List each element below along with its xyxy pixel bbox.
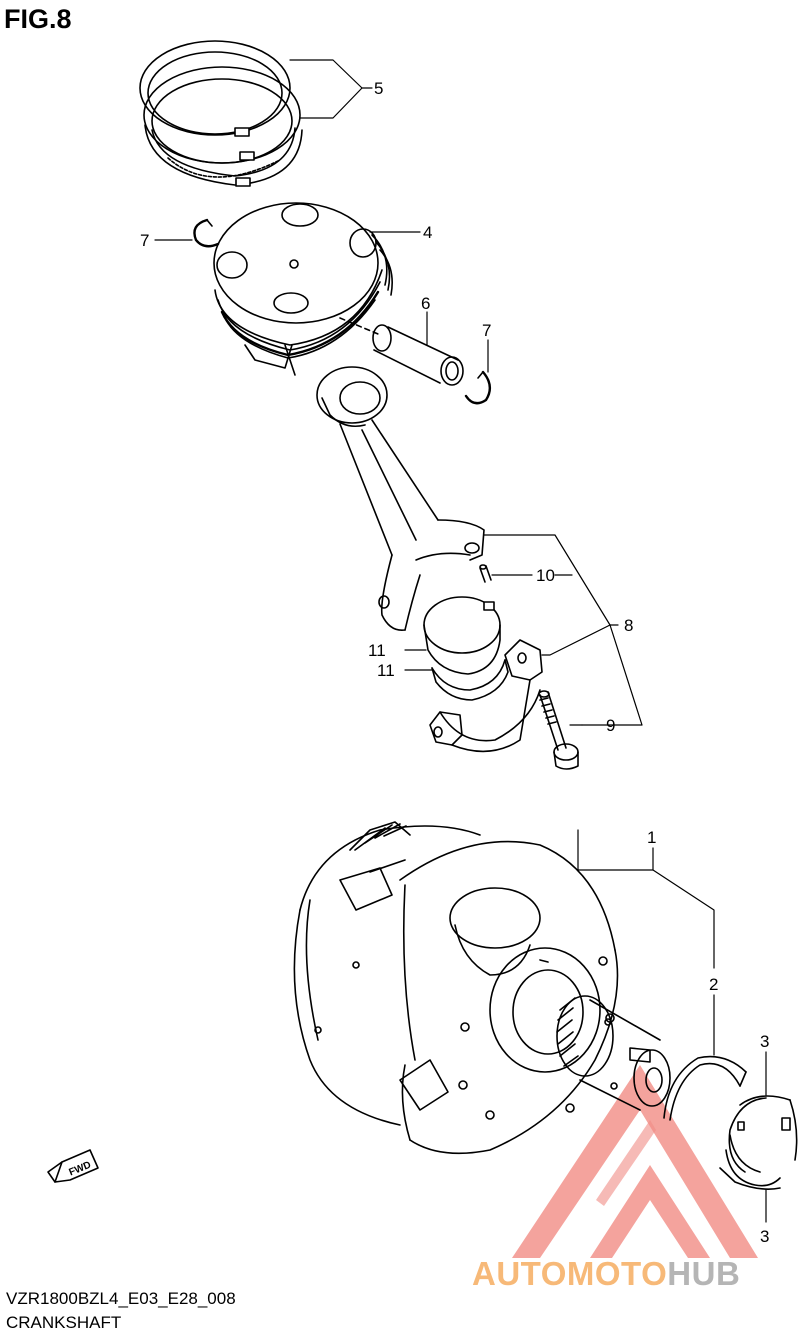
callout-11-upper: 11 (368, 641, 386, 660)
callout-3-upper: 3 (760, 1032, 769, 1051)
callout-7-right: 7 (482, 321, 491, 340)
callout-5: 5 (374, 79, 383, 98)
callout-11-lower: 11 (377, 661, 395, 680)
callout-9: 9 (606, 716, 615, 735)
main-bearing (719, 1095, 798, 1190)
callout-7-left: 7 (140, 231, 149, 250)
connecting-rod-bolt (538, 690, 579, 770)
leader-lines (154, 59, 767, 1223)
callout-labels: 5 7 4 6 7 10 8 11 11 9 1 2 3 3 (140, 79, 769, 1246)
circlip-left (193, 218, 220, 248)
circlip-right (464, 370, 491, 405)
callout-6: 6 (421, 294, 430, 313)
thrust-washer (663, 1055, 747, 1121)
model-code: VZR1800BZL4_E03_E28_008 (6, 1289, 236, 1308)
watermark-brand-part2: HUB (667, 1255, 741, 1292)
dowel-pin (479, 564, 492, 583)
crankpin-bearing-upper (423, 596, 501, 675)
watermark-logo (512, 1065, 758, 1258)
crankpin-bearing-lower (431, 659, 509, 701)
callout-3-lower: 3 (760, 1227, 769, 1246)
callout-4: 4 (423, 223, 432, 242)
fwd-arrow-icon: FWD (47, 1149, 99, 1183)
piston-rings (139, 40, 303, 187)
callout-10: 10 (536, 566, 555, 585)
section-name: CRANKSHAFT (6, 1313, 122, 1332)
watermark-brand: AUTOMOTOHUB (472, 1255, 740, 1293)
piston (213, 202, 393, 376)
connecting-rod (316, 366, 485, 632)
callout-2: 2 (709, 975, 718, 994)
connecting-rod-cap (429, 639, 543, 753)
watermark-brand-part1: AUTOMOTO (472, 1255, 668, 1292)
piston-pin (339, 317, 464, 386)
figure-title: FIG.8 (4, 4, 72, 34)
callout-1: 1 (647, 828, 656, 847)
callout-8: 8 (624, 616, 633, 635)
crankshaft (293, 821, 671, 1155)
